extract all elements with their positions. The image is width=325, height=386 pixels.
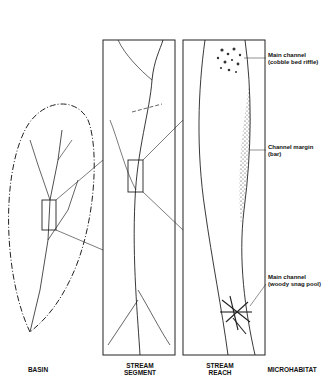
scale-label: BASIN bbox=[13, 366, 63, 373]
feature-label: Channel margin (bar) bbox=[268, 144, 322, 158]
scale-label: MICROHABITAT bbox=[262, 366, 322, 373]
scale-label: STREAM REACH bbox=[196, 362, 244, 377]
feature-label: Main channel (woody snag pool) bbox=[268, 274, 322, 288]
scale-label: STREAM SEGMENT bbox=[112, 362, 168, 377]
feature-label: Main channel (cobble bed riffle) bbox=[268, 52, 322, 66]
